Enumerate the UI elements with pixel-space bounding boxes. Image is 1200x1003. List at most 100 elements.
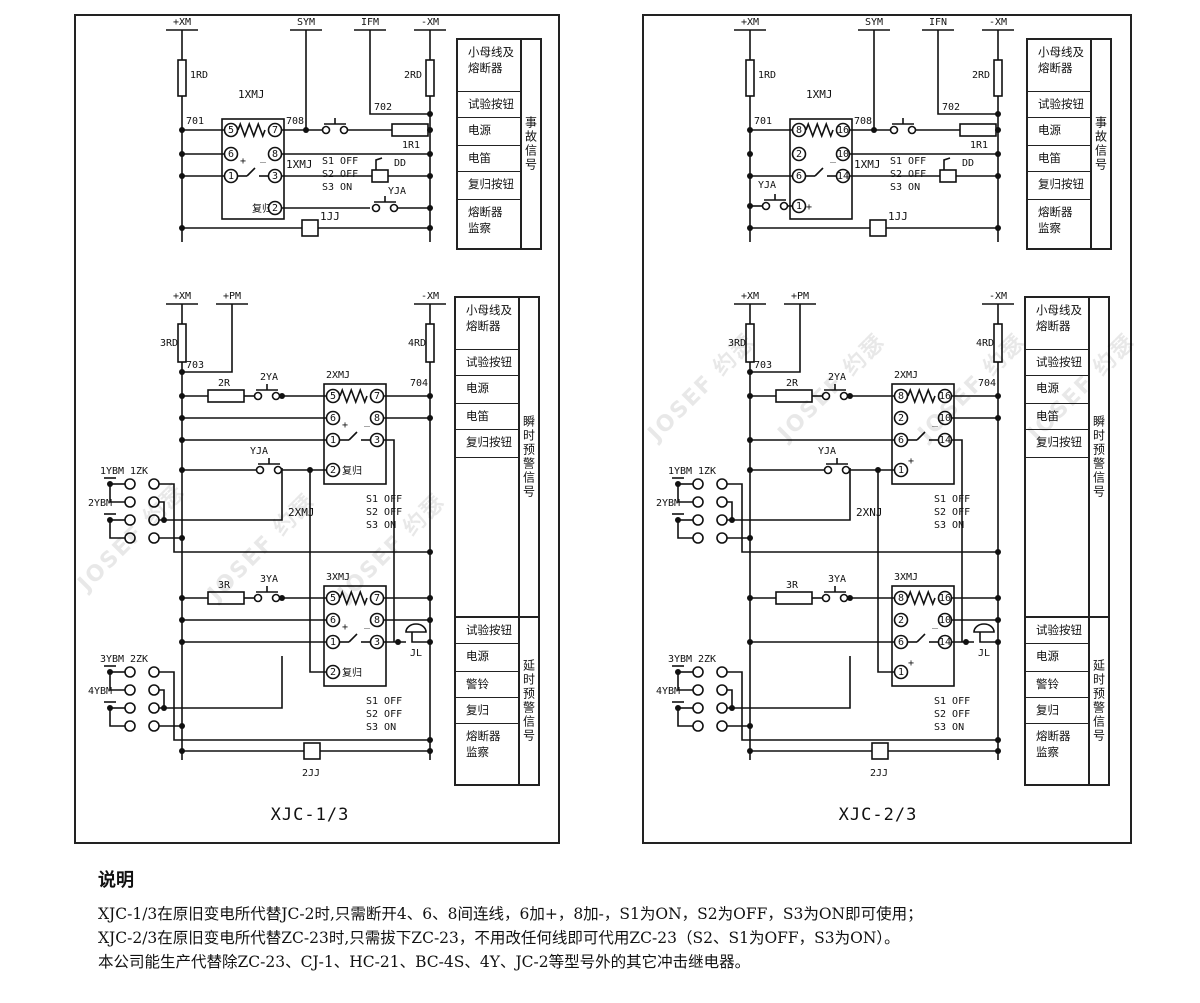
label: 3R <box>218 580 231 591</box>
legend-instant-warning: 小母线及 熔断器试验按钮电源电笛复归按钮瞬时预警信号 <box>454 296 540 618</box>
resistor-icon <box>775 591 813 605</box>
notes-line: 本公司能生产代替除ZC-23、CJ-1、HC-21、BC-4S、4Y、JC-2等… <box>98 953 751 971</box>
bell-icon <box>973 623 995 633</box>
legend-instant-cells: 小母线及 熔断器试验按钮电源电笛复归按钮 <box>456 298 520 616</box>
relay-pin-icon <box>791 146 807 162</box>
relay-pin-icon <box>223 146 239 162</box>
contact-icon <box>716 720 728 732</box>
relay-pin-icon <box>325 664 341 680</box>
relay-pin-icon <box>937 388 953 404</box>
wire <box>750 304 801 373</box>
relay-pin-number: 1 <box>898 465 904 476</box>
label: 2RD <box>404 70 422 81</box>
relay-side-label: 2XNJ <box>856 506 883 519</box>
relay-pin-icon <box>223 122 239 138</box>
legend-cell: 电源 <box>1026 644 1088 672</box>
legend-cell: 试验按钮 <box>458 92 520 118</box>
legend-cell: 试验按钮 <box>1028 92 1090 118</box>
relay-side-label: 1XMJ <box>854 158 881 171</box>
contact-icon <box>716 478 728 490</box>
legend-cell <box>1026 458 1088 614</box>
reset-button-icon <box>823 465 833 475</box>
relay-pin-icon <box>267 200 283 216</box>
bell-icon <box>405 623 427 633</box>
label: 3YA <box>260 574 278 585</box>
junction-dot <box>995 549 1001 555</box>
label: 3YBM <box>100 654 124 665</box>
wire <box>164 468 283 521</box>
relay-pin-number: 16 <box>939 593 951 604</box>
legend-side-label: 延时预警信号 <box>1091 659 1106 743</box>
contact-icon <box>124 684 136 696</box>
junction-dot <box>427 127 433 133</box>
relay-pin-icon <box>369 410 385 426</box>
label: 4YBM <box>88 686 112 697</box>
junction-dot <box>427 639 433 645</box>
relay-pin-number: 10 <box>939 413 951 424</box>
relay-pin-number: 2 <box>898 413 904 424</box>
label: S2 OFF <box>934 507 970 518</box>
relay-label: 1XMJ <box>806 88 833 101</box>
reset-label: 复归 <box>252 202 272 215</box>
coil-icon <box>237 121 266 139</box>
relay-pin-icon <box>893 612 909 628</box>
label: 2YA <box>260 372 278 383</box>
reset-button-icon <box>841 465 851 475</box>
wire <box>814 167 824 177</box>
label: S1 OFF <box>934 494 970 505</box>
contact-icon <box>148 496 160 508</box>
coil-icon <box>339 387 368 405</box>
label: + <box>342 622 348 633</box>
relay-pin-number: 1 <box>898 667 904 678</box>
relay-pin-number: 5 <box>330 391 336 402</box>
legend-delayed-cells: 试验按钮电源警铃复归熔断器 监察 <box>1026 618 1090 784</box>
notes-line: XJC-2/3在原旧变电所代替ZC-23时,只需拔下ZC-23，不用改任何线即可… <box>98 929 900 947</box>
label: 2ZK <box>130 654 148 665</box>
relay-pin-icon <box>325 612 341 628</box>
relay-pin-icon <box>893 590 909 606</box>
label: 708 <box>854 116 872 127</box>
relay-pin-icon <box>835 146 851 162</box>
junction-dot <box>995 127 1001 133</box>
reset-label: 复归 <box>342 464 362 477</box>
contact-icon <box>124 666 136 678</box>
contact-icon <box>148 514 160 526</box>
fuse-icon <box>425 323 435 363</box>
label: _ <box>932 618 939 629</box>
relay-pin-icon <box>937 590 953 606</box>
label: 708 <box>286 116 304 127</box>
relay-pin-number: 1 <box>330 435 336 446</box>
label: JL <box>410 648 422 659</box>
reset-button-icon <box>779 201 789 211</box>
fuse-icon <box>177 323 187 363</box>
junction-dot <box>995 151 1001 157</box>
label: 2YBM <box>88 498 112 509</box>
coil-icon <box>907 387 936 405</box>
test-button-icon <box>321 125 331 135</box>
bus-label: -XM <box>421 291 439 302</box>
label: S3 ON <box>366 722 396 733</box>
relay-pin-number: 2 <box>330 465 336 476</box>
label: 2ZK <box>698 654 716 665</box>
legend-accident-cells: 小母线及 熔断器试验按钮电源电笛复归按钮熔断器 监察 <box>1028 40 1092 248</box>
contact-icon <box>692 496 704 508</box>
relay-label: 1XMJ <box>238 88 265 101</box>
relay-jj-icon <box>301 219 319 237</box>
junction-dot <box>995 595 1001 601</box>
label: 1JJ <box>888 210 908 223</box>
relay-pin-number: 16 <box>837 125 849 136</box>
junction-dot <box>995 225 1001 231</box>
wire <box>979 632 998 643</box>
junction-dot <box>179 369 185 375</box>
label: 1R1 <box>970 140 988 151</box>
wire <box>182 304 233 373</box>
contact-icon <box>716 532 728 544</box>
label: 3YA <box>828 574 846 585</box>
legend-cell: 试验按钮 <box>1026 350 1088 376</box>
relay-pin-number: 7 <box>374 391 380 402</box>
relay-side-label: 1XMJ <box>286 158 313 171</box>
label: _ <box>932 416 939 427</box>
relay-pin-icon <box>369 388 385 404</box>
contact-icon <box>716 514 728 526</box>
